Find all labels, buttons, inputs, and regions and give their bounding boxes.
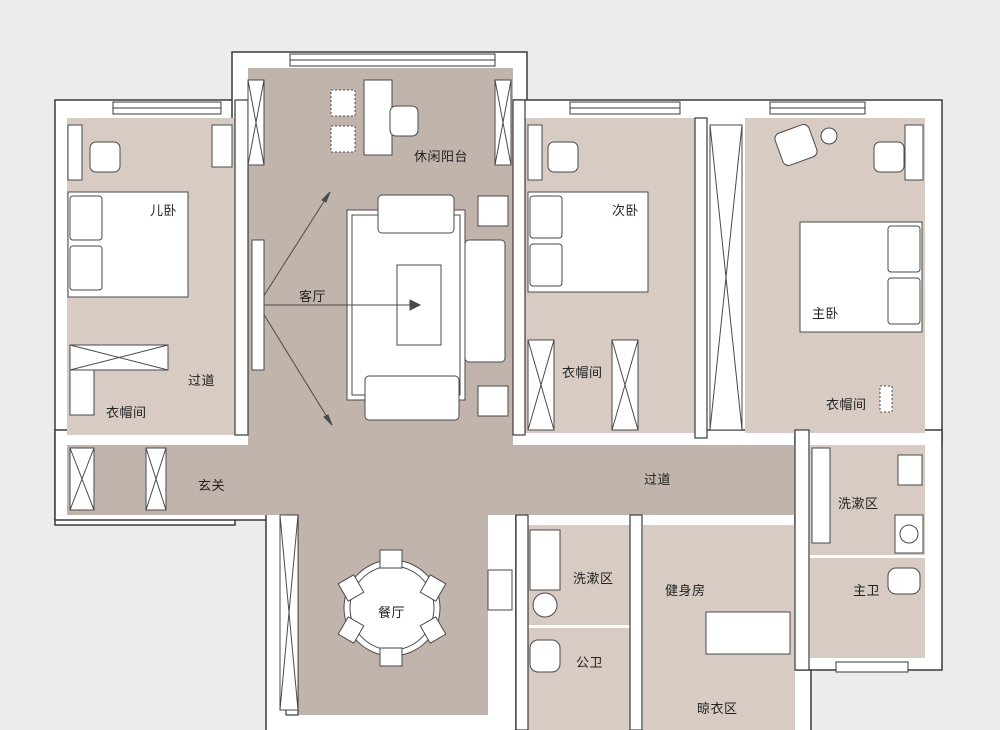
dining-set [337, 549, 447, 667]
beds [67, 191, 923, 333]
windows [112, 53, 909, 673]
sight-lines [251, 191, 422, 426]
desks-chairs [67, 124, 924, 181]
balcony-furniture [330, 79, 419, 156]
floor-foyer-hallway [67, 445, 797, 515]
bath-fixtures [529, 127, 924, 673]
wardrobes [69, 79, 831, 711]
